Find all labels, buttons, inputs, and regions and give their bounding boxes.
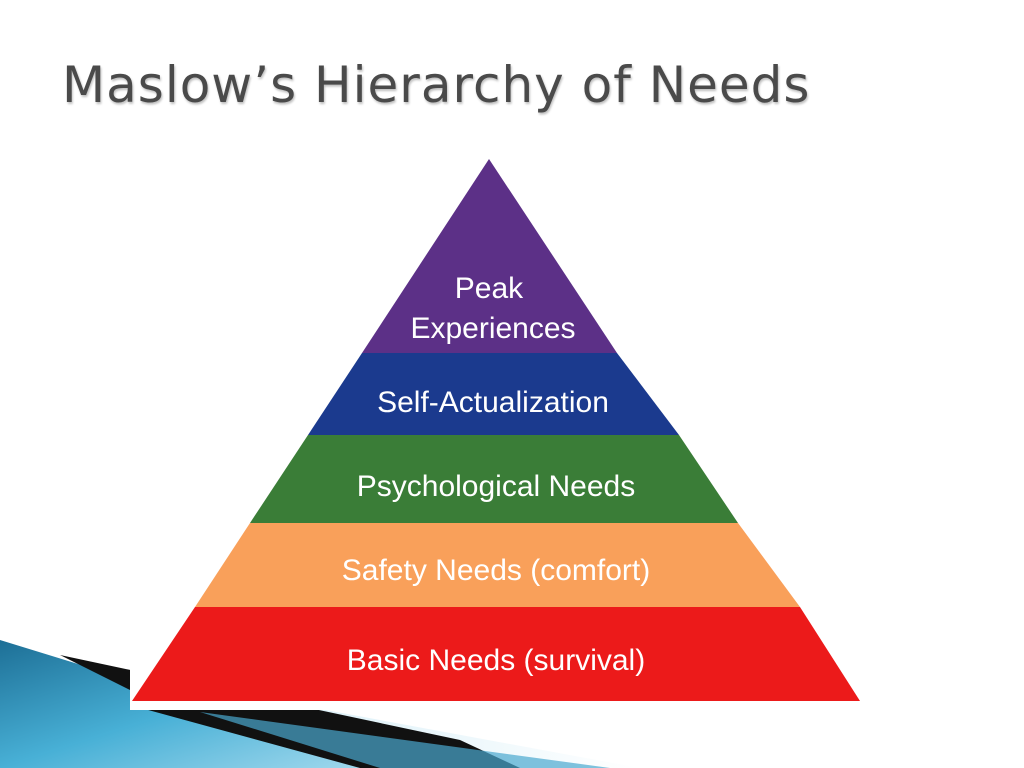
tier-self-actualization-label: Self-Actualization xyxy=(377,386,609,419)
swoosh-mid-band xyxy=(200,712,610,768)
tier-psychological-needs xyxy=(250,435,738,523)
tier-peak-experiences-label-line1: Peak xyxy=(455,272,524,305)
tier-psychological-needs-label: Psychological Needs xyxy=(357,470,635,503)
tier-basic-needs xyxy=(132,607,860,701)
slide-title: Maslow’s Hierarchy of Needs xyxy=(62,56,811,114)
tier-basic-needs-label: Basic Needs (survival) xyxy=(347,644,645,677)
tier-safety-needs-label: Safety Needs (comfort) xyxy=(342,554,650,587)
tier-peak-experiences xyxy=(362,159,617,353)
tier-peak-experiences-label-line2: Experiences xyxy=(410,312,575,345)
tier-self-actualization xyxy=(308,353,679,435)
tier-safety-needs xyxy=(195,523,800,607)
